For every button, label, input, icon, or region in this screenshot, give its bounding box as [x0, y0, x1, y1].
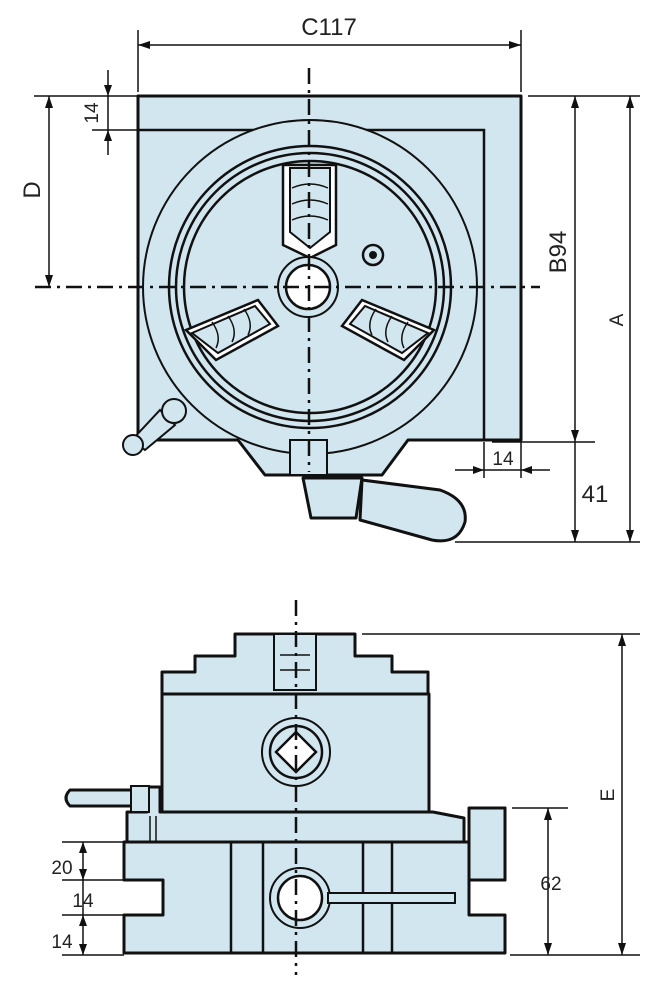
- right-upright: [467, 806, 507, 882]
- pivot-hole: [276, 874, 324, 922]
- front-dimensions: E 62 20 14 14: [51, 633, 640, 956]
- dim-14-top: 14: [82, 102, 103, 124]
- lock-lever-front: [64, 788, 137, 808]
- dim-20: 20: [51, 858, 72, 879]
- lock-lever-left: [122, 398, 187, 456]
- dim-c117: C117: [301, 14, 357, 41]
- dim-41: 41: [582, 481, 609, 508]
- jaw-right: [348, 304, 430, 355]
- key-hole-outer: [361, 243, 385, 267]
- pivot-lever: [327, 892, 456, 904]
- top-dimensions: C117 14 D B94 A 14 4: [19, 14, 640, 543]
- dim-14-right: 14: [492, 449, 514, 470]
- jaw-left: [190, 304, 272, 355]
- key-hole: [369, 251, 377, 259]
- dim-a: A: [607, 313, 628, 326]
- dim-b94: B94: [545, 231, 572, 274]
- dim-14-bottom: 14: [51, 932, 73, 953]
- top-view: [35, 68, 540, 543]
- dim-e: E: [598, 789, 619, 802]
- dim-d: D: [19, 181, 46, 198]
- tilt-handle: [301, 476, 467, 543]
- front-view: [64, 600, 507, 975]
- dim-14-mid: 14: [72, 891, 94, 912]
- key-socket-square: [274, 730, 318, 774]
- dim-62: 62: [540, 874, 561, 895]
